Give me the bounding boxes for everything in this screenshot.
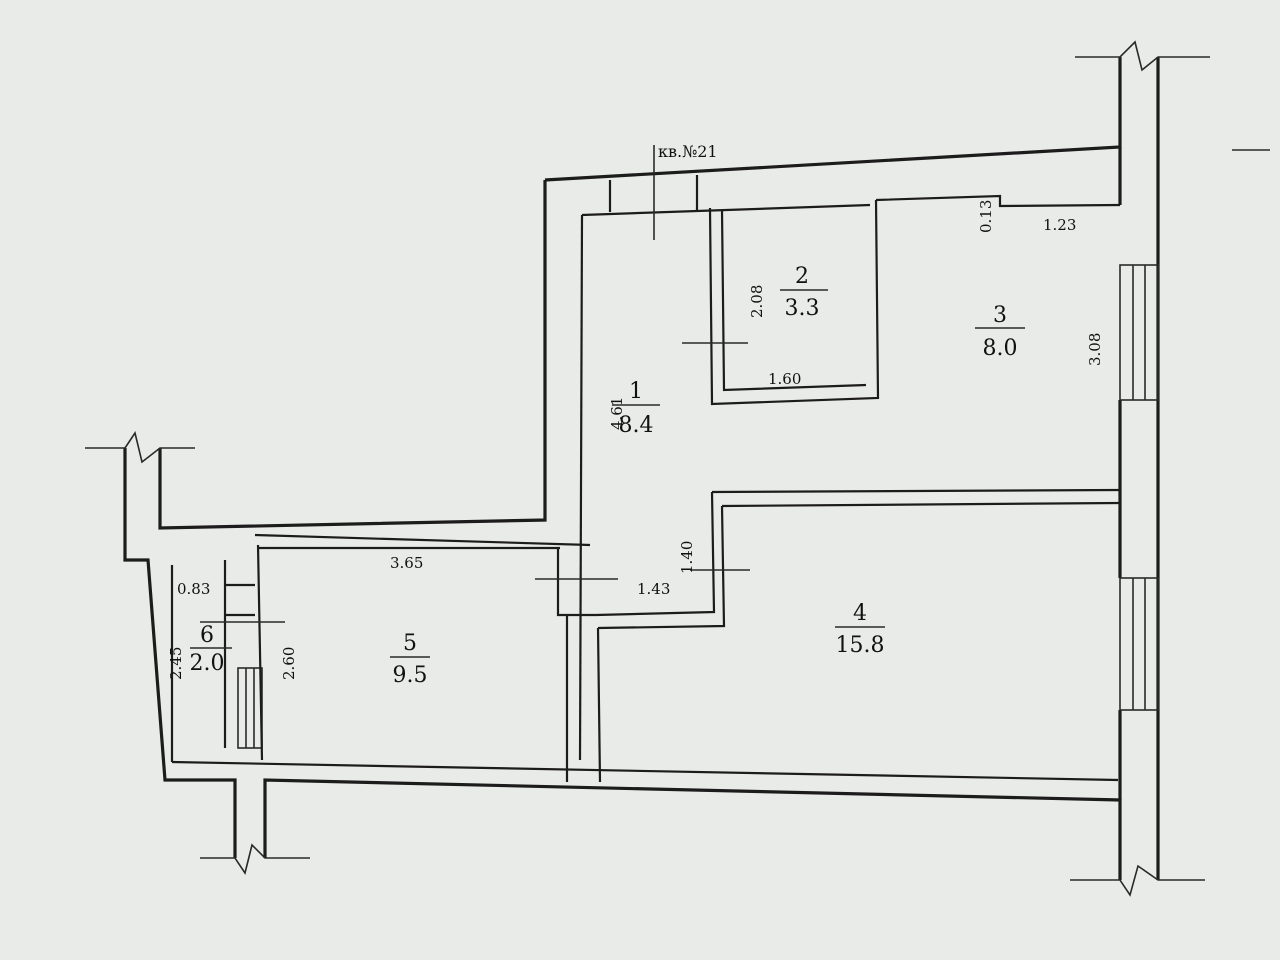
dim-room3-height: 3.08 xyxy=(1086,333,1104,366)
dim-room6-height: 2.45 xyxy=(167,647,185,680)
dim-room1-height: 4.61 xyxy=(608,397,626,430)
room-4-area: 15.8 xyxy=(836,633,885,658)
dim-room2-height: 2.08 xyxy=(748,285,766,318)
dim-room5-height: 2.60 xyxy=(280,647,298,680)
interior-walls xyxy=(170,175,1121,783)
dim-room3-top: 1.23 xyxy=(1043,216,1076,234)
windows xyxy=(237,264,1159,749)
dim-room5-width: 3.65 xyxy=(390,554,423,572)
dim-room6-width: 0.83 xyxy=(177,580,210,598)
room-6-number: 6 xyxy=(200,623,214,648)
dim-corridor-width: 1.43 xyxy=(637,580,670,598)
room-2-number: 2 xyxy=(795,264,809,289)
dim-room4-jog: 1.40 xyxy=(678,541,696,574)
room-5-area: 9.5 xyxy=(393,663,428,688)
break-marks xyxy=(85,40,1270,897)
room-1-area: 8.4 xyxy=(619,413,654,438)
apartment-caption: кв.№21 xyxy=(658,142,718,161)
room-4-number: 4 xyxy=(853,601,867,626)
door-ticks xyxy=(190,145,750,649)
room-3-area: 8.0 xyxy=(983,336,1018,361)
room-6-area: 2.0 xyxy=(190,651,225,676)
room-5-number: 5 xyxy=(403,631,417,656)
dim-room3-niche: 0.13 xyxy=(977,200,995,233)
room-1-number: 1 xyxy=(629,379,643,404)
fraction-bars xyxy=(390,289,1025,658)
room-2-area: 3.3 xyxy=(785,296,820,321)
dim-room2-width: 1.60 xyxy=(768,370,801,388)
exterior-walls xyxy=(123,57,1160,880)
room-3-number: 3 xyxy=(993,303,1007,328)
